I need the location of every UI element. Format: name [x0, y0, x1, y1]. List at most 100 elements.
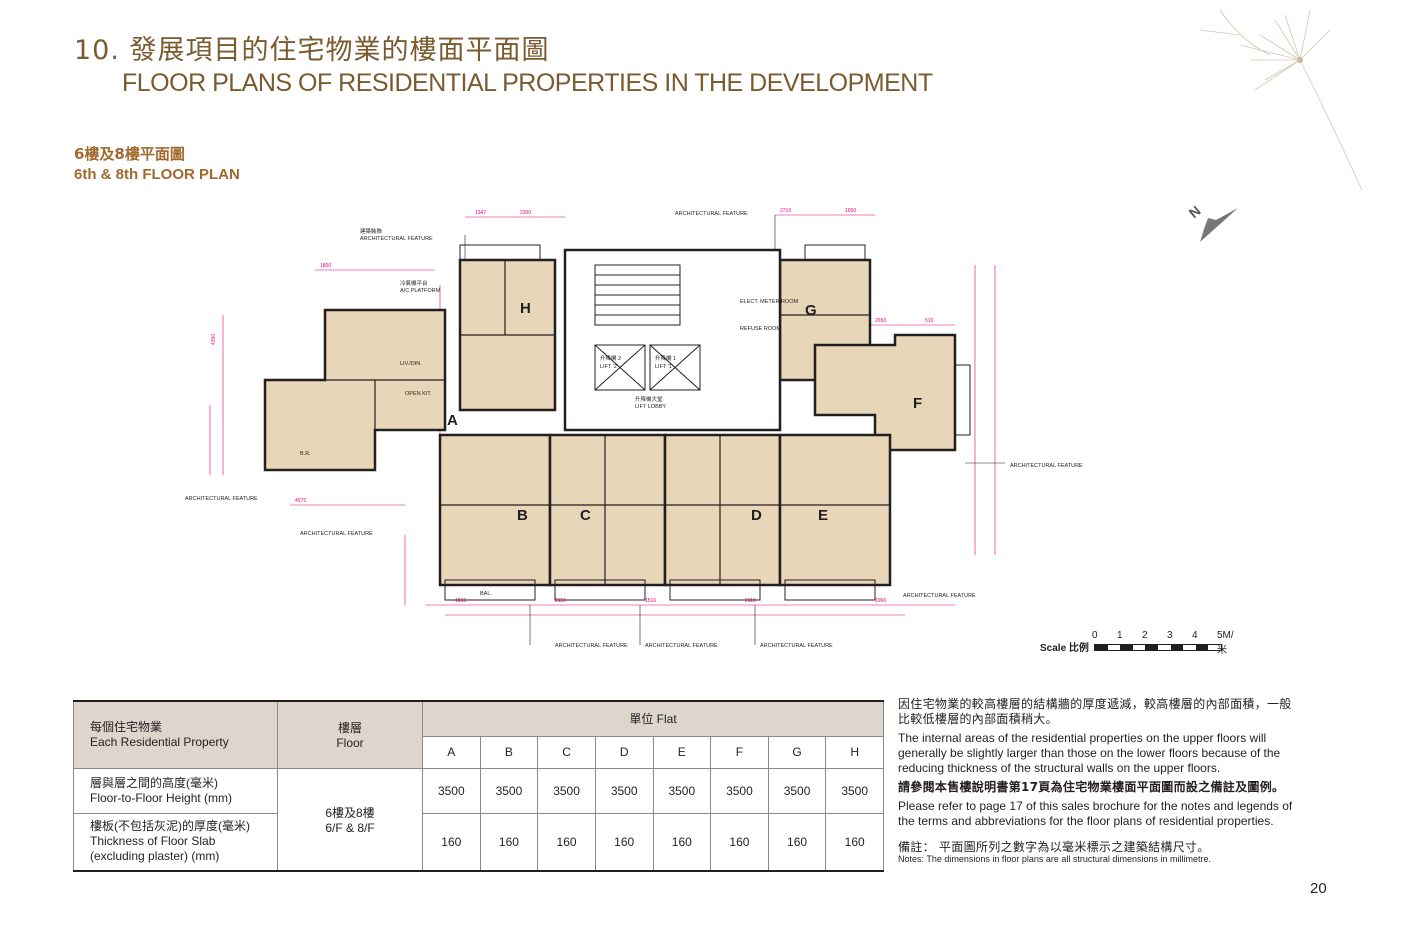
height-label-en: Floor-to-Floor Height (mm) — [90, 790, 233, 805]
lift-2-label-en: LIFT '2' — [600, 364, 618, 370]
flat-label-d: D — [751, 507, 762, 524]
svg-text:2710: 2710 — [780, 208, 791, 214]
plan-subheading: 6樓及8樓平面圖 6th & 8th FLOOR PLAN — [74, 144, 240, 186]
svg-text:1347: 1347 — [475, 210, 486, 216]
floor-value-cell: 6樓及8樓 6/F & 8/F — [277, 767, 423, 872]
svg-text:4350: 4350 — [211, 334, 217, 345]
row-header-cell: 每個住宅物業 Each Residential Property — [73, 700, 278, 769]
flat-col-a: A — [422, 735, 481, 769]
flat-col-b: B — [479, 735, 539, 769]
svg-text:N: N — [1186, 202, 1204, 221]
height-d: 3500 — [594, 767, 654, 814]
slab-d: 160 — [594, 812, 654, 872]
slab-c: 160 — [537, 812, 596, 872]
floor-value-en: 6/F & 8/F — [325, 820, 375, 835]
svg-text:1516: 1516 — [645, 598, 656, 604]
flat-header: 單位 Flat — [422, 700, 884, 737]
row-header-zh: 每個住宅物業 — [90, 719, 163, 734]
svg-text:510: 510 — [925, 318, 934, 324]
slab-a: 160 — [422, 812, 481, 872]
page-number: 20 — [1310, 880, 1327, 897]
scale-bar: Scale 比例 0 1 2 3 4 5M/米 — [1040, 630, 1240, 660]
scale-label: Scale 比例 — [1040, 643, 1089, 654]
flat-label-a: A — [447, 412, 458, 429]
subheading-en: 6th & 8th FLOOR PLAN — [74, 166, 240, 183]
remark-en: Notes: The dimensions in floor plans are… — [898, 854, 1211, 864]
liv-din-label: LIV./DIN. — [400, 361, 422, 367]
flat-col-e: E — [652, 735, 712, 769]
height-h: 3500 — [825, 767, 884, 814]
height-e: 3500 — [652, 767, 712, 814]
bal-label: BAL. — [480, 591, 492, 597]
height-c: 3500 — [537, 767, 596, 814]
table-row: 層與層之間的高度(毫米) Floor-to-Floor Height (mm) … — [73, 767, 884, 872]
height-a: 3500 — [422, 767, 481, 814]
arch-feature-label-en-4: ARCHITECTURAL FEATURE — [300, 531, 373, 537]
height-f: 3500 — [710, 767, 769, 814]
ac-platform-label-zh: 冷氣機平台 — [400, 279, 428, 287]
height-label-cell: 層與層之間的高度(毫米) Floor-to-Floor Height (mm) — [73, 767, 278, 814]
arch-feature-label-zh-1: 建築裝飾 — [360, 227, 383, 235]
flat-col-c: C — [537, 735, 596, 769]
slab-b: 160 — [479, 812, 539, 872]
svg-text:1866: 1866 — [455, 598, 466, 604]
scale-tick: 2 — [1142, 630, 1148, 641]
slab-label-en-1: Thickness of Floor Slab — [90, 834, 216, 849]
svg-text:4575: 4575 — [295, 498, 306, 504]
page-heading: 10. 發展項目的住宅物業的樓面平面圖 FLOOR PLANS OF RESID… — [74, 34, 933, 98]
heading-en: FLOOR PLANS OF RESIDENTIAL PROPERTIES IN… — [122, 69, 933, 97]
refuse-room-label: REFUSE ROOM — [740, 326, 781, 332]
flat-col-d: D — [594, 735, 654, 769]
arch-feature-label-en-3: ARCHITECTURAL FEATURE — [185, 496, 258, 502]
scale-bar-graphic — [1094, 644, 1222, 651]
slab-h: 160 — [825, 812, 884, 872]
arch-feature-label-en-5: ARCHITECTURAL FEATURE — [1010, 463, 1083, 469]
scale-tick: 4 — [1192, 630, 1198, 641]
slab-label-cell: 樓板(不包括灰泥)的厚度(毫米) Thickness of Floor Slab… — [73, 812, 278, 872]
height-label-zh: 層與層之間的高度(毫米) — [90, 775, 218, 790]
lift-lobby-label-zh: 升降機大堂 — [635, 395, 663, 403]
scale-tick: 0 — [1092, 630, 1098, 641]
svg-text:2110: 2110 — [555, 598, 566, 604]
flat-label-f: F — [913, 395, 922, 412]
lift-1-label-en: LIFT '1' — [655, 364, 673, 370]
height-b: 3500 — [479, 767, 539, 814]
flat-label-b: B — [517, 507, 528, 524]
br-label: B.R. — [300, 451, 311, 457]
floor-header-cell: 樓層 Floor — [277, 700, 423, 769]
flat-label-g: G — [805, 302, 817, 319]
flat-col-h: H — [825, 735, 884, 769]
lift-lobby-label-en: LIFT LOBBY — [635, 404, 666, 410]
slab-f: 160 — [710, 812, 769, 872]
floor-spec-table: 每個住宅物業 Each Residential Property 樓層 Floo… — [73, 700, 884, 872]
lift-1-label-zh: 升降機 1 — [655, 354, 676, 362]
arch-feature-label-en-8: ARCHITECTURAL FEATURE — [645, 643, 718, 649]
note-2-en: Please refer to page 17 of this sales br… — [898, 799, 1293, 828]
heading-zh: 10. 發展項目的住宅物業的樓面平面圖 — [74, 35, 550, 66]
svg-text:2300: 2300 — [520, 210, 531, 216]
flat-col-f: F — [710, 735, 769, 769]
open-kit-label: OPEN KIT. — [405, 391, 432, 397]
svg-text:2650: 2650 — [875, 318, 886, 324]
notes-panel: 因住宅物業的較高樓層的結構牆的厚度遞減，較高樓層的內部面積，一般比較低樓層的內部… — [898, 697, 1298, 865]
arch-feature-label-en-2: ARCHITECTURAL FEATURE — [675, 211, 748, 217]
scale-tick: 3 — [1167, 630, 1173, 641]
scale-tick: 1 — [1117, 630, 1123, 641]
floor-header-zh: 樓層 — [337, 721, 362, 736]
svg-text:1966: 1966 — [875, 598, 886, 604]
table-row: 樓板(不包括灰泥)的厚度(毫米) Thickness of Floor Slab… — [73, 812, 884, 872]
note-1-zh: 因住宅物業的較高樓層的結構牆的厚度遞減，較高樓層的內部面積，一般比較低樓層的內部… — [898, 697, 1292, 726]
flat-label-e: E — [818, 507, 828, 524]
remark-zh: 備註： 平面圖所列之數字為以毫米標示之建築結構尺寸。 — [898, 840, 1210, 854]
slab-label-en-2: (excluding plaster) (mm) — [90, 849, 220, 864]
flat-label-c: C — [580, 507, 591, 524]
lift-2-label-zh: 升降機 2 — [600, 354, 621, 362]
svg-text:1800: 1800 — [320, 263, 331, 269]
arch-feature-label-en-6: ARCHITECTURAL FEATURE — [903, 593, 976, 599]
arch-feature-label-en-1: ARCHITECTURAL FEATURE — [360, 236, 433, 242]
scale-tick: 5M/米 — [1217, 630, 1234, 656]
floor-value-zh: 6樓及8樓 — [325, 805, 375, 820]
arch-feature-label-en-9: ARCHITECTURAL FEATURE — [760, 643, 833, 649]
elect-meter-room-label: ELECT. METER ROOM — [740, 299, 798, 305]
